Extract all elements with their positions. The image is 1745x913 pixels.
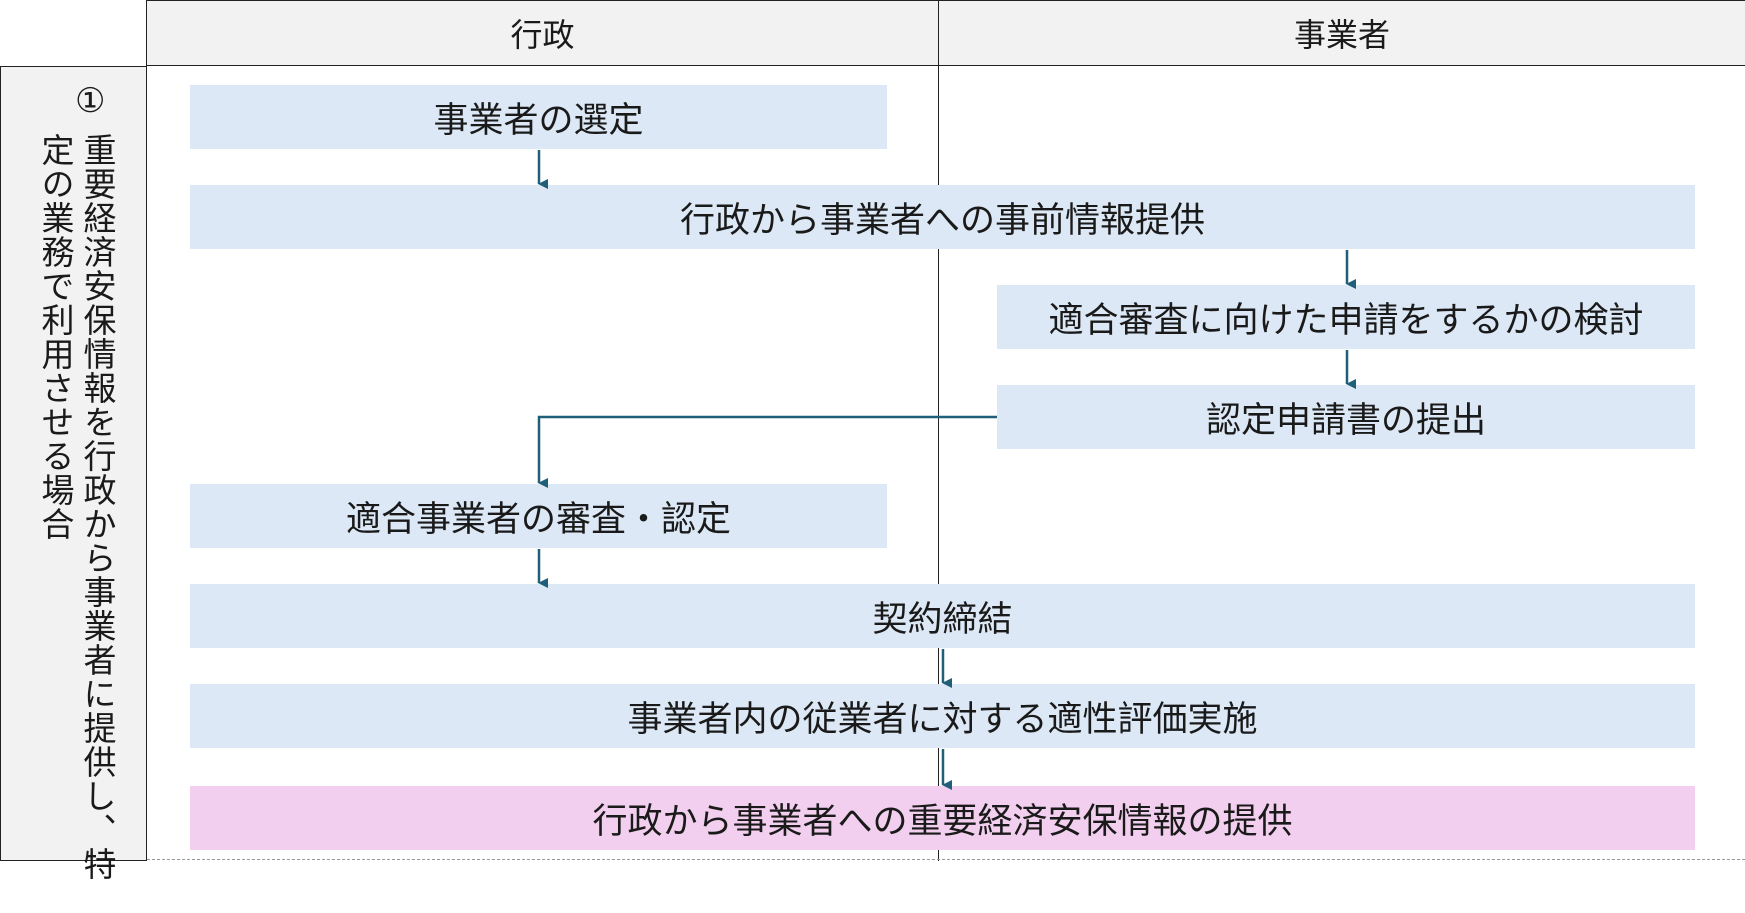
step-provide-info: 行政から事業者への重要経済安保情報の提供 (190, 786, 1695, 850)
column-header-gyosei-label: 行政 (510, 16, 575, 54)
step-select-operator-label: 事業者の選定 (433, 100, 644, 141)
step-provide-info-label: 行政から事業者への重要経済安保情報の提供 (592, 801, 1293, 842)
step-suitability-evaluation: 事業者内の従業者に対する適性評価実施 (190, 684, 1695, 748)
step-review-certify: 適合事業者の審査・認定 (190, 484, 887, 548)
step-suitability-evaluation-label: 事業者内の従業者に対する適性評価実施 (627, 699, 1258, 740)
step-contract-label: 契約締結 (872, 599, 1013, 640)
step-submit-application-label: 認定申請書の提出 (1205, 400, 1486, 441)
column-header-jigyosha: 事業者 (938, 0, 1745, 66)
arrow-submit-to-review (537, 415, 997, 488)
column-header-jigyosha-label: 事業者 (1293, 16, 1390, 54)
step-preliminary-info-label: 行政から事業者への事前情報提供 (679, 200, 1205, 241)
step-consider-application-label: 適合審査に向けた申請をするかの検討 (1048, 300, 1644, 341)
step-review-certify-label: 適合事業者の審査・認定 (345, 499, 731, 540)
column-divider (938, 66, 939, 861)
flow-arrows (537, 150, 1356, 790)
column-header-gyosei: 行政 (146, 0, 938, 66)
step-preliminary-info: 行政から事業者への事前情報提供 (190, 185, 1695, 249)
scenario-description: 重要経済安保情報を行政から事業者に提供し、特定の業務で利用させる場合 (36, 133, 117, 881)
step-select-operator: 事業者の選定 (190, 85, 887, 149)
step-consider-application: 適合審査に向けた申請をするかの検討 (997, 285, 1695, 349)
scenario-number: ① (75, 81, 106, 121)
step-contract: 契約締結 (190, 584, 1695, 648)
bottom-dashed-line (147, 859, 1745, 860)
step-submit-application: 認定申請書の提出 (997, 385, 1695, 449)
scenario-label-panel: ① 重要経済安保情報を行政から事業者に提供し、特定の業務で利用させる場合 (0, 66, 147, 881)
